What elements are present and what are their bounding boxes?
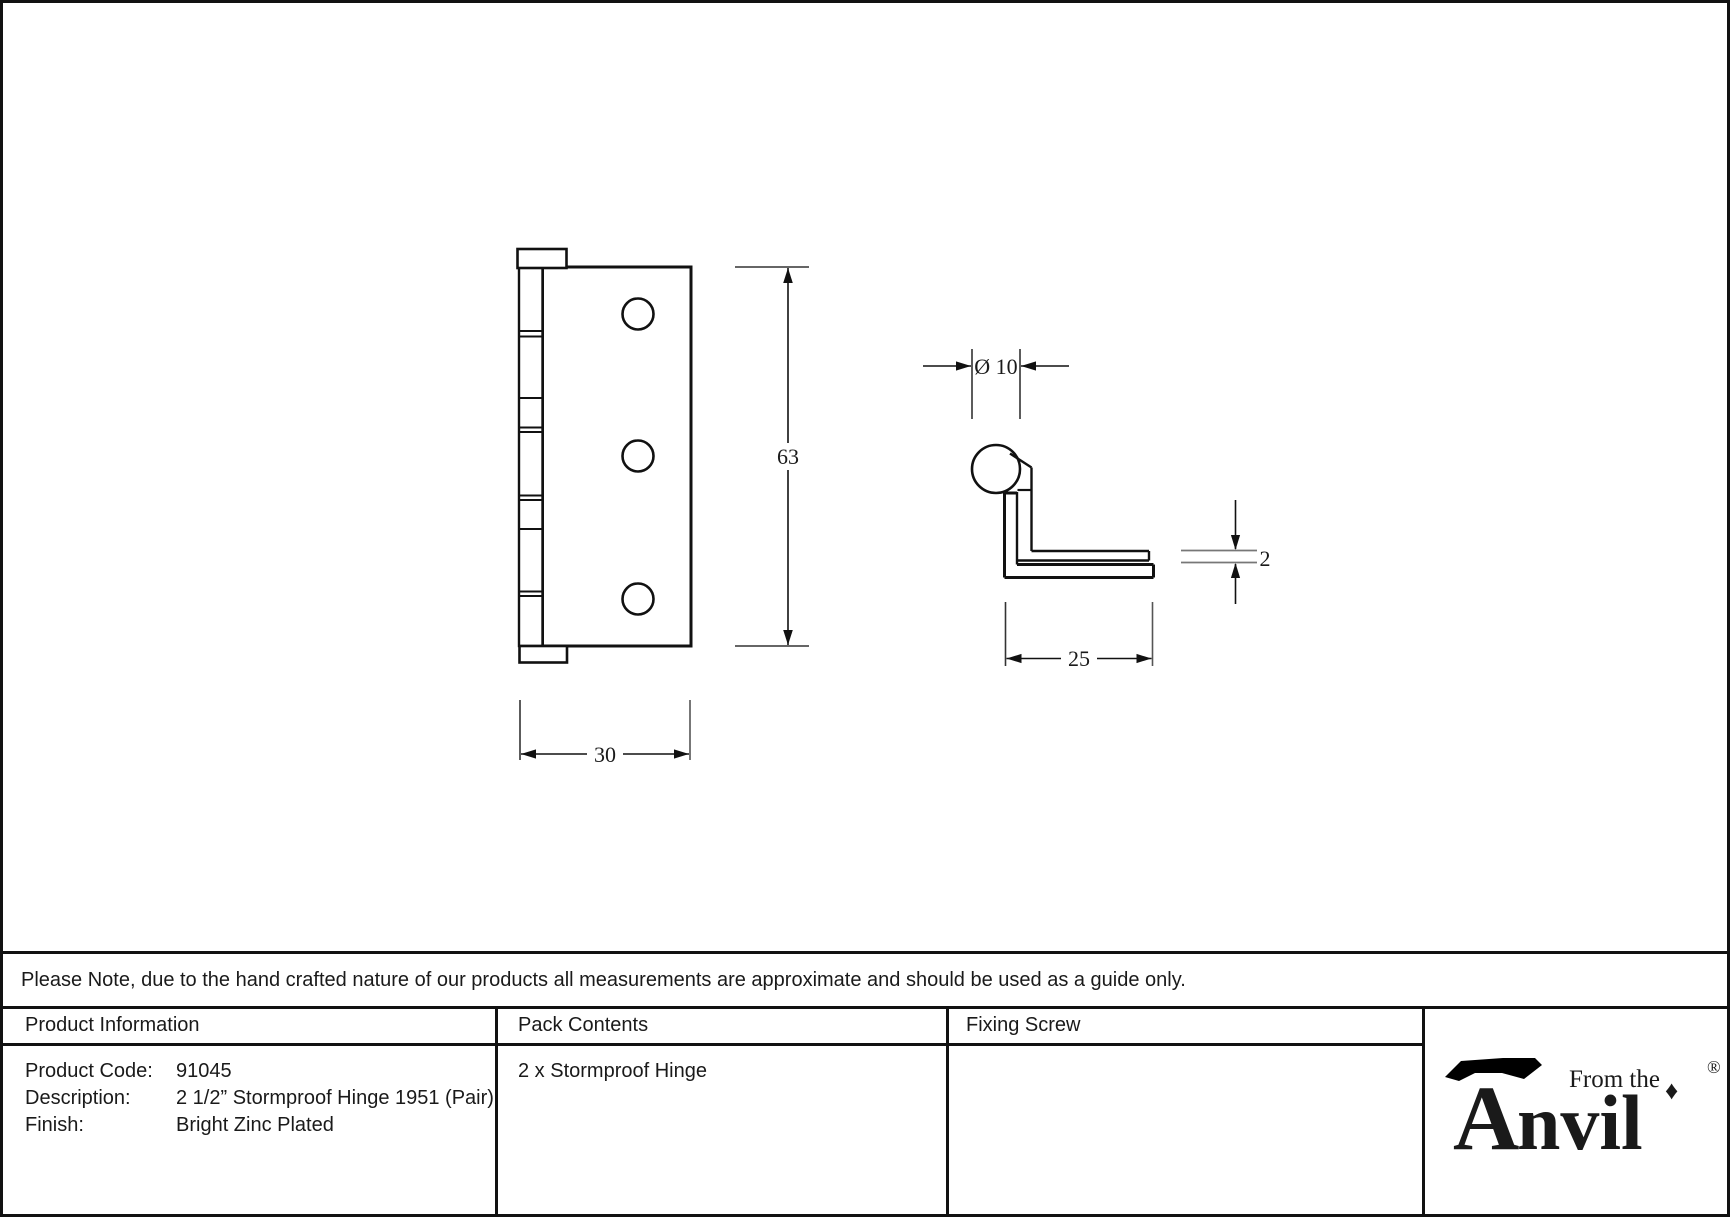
dimension-diameter-10: Ø 10 (923, 349, 1069, 419)
dim-label-depth: 25 (1068, 646, 1090, 671)
logo-diamond: ♦ (1665, 1076, 1678, 1105)
dim-label-diameter: Ø 10 (974, 354, 1017, 379)
dim-label-height: 63 (777, 444, 799, 469)
front-view (516, 247, 693, 664)
dimension-height-63: 63 (735, 266, 809, 647)
anvil-icon (1445, 1058, 1542, 1081)
lower-leaf (1003, 491, 1155, 579)
header-pack-contents: Pack Contents (518, 1014, 649, 1036)
header-row-bottom-border (3, 1043, 1425, 1046)
dim-label-thickness: 2 (1260, 546, 1271, 571)
dimension-width-30: 30 (519, 700, 691, 767)
divider-fixing-logo (1422, 1006, 1425, 1214)
pin-tab-bottom (518, 644, 569, 664)
screw-hole-middle (621, 439, 655, 473)
pin-barrel (970, 443, 1022, 495)
divider-product-pack (495, 1006, 498, 1214)
finish-value: Bright Zinc Plated (176, 1114, 334, 1136)
technical-drawing: 63 30 (516, 247, 1271, 767)
from-the-anvil-logo: A nvil From the ♦ ® (1445, 1051, 1725, 1169)
screw-hole-top (621, 297, 655, 331)
header-row-top-border (3, 1006, 1727, 1009)
finish-label: Finish: (25, 1114, 84, 1136)
dimension-depth-25: 25 (1004, 602, 1154, 671)
hinge-plate (541, 265, 693, 648)
description-label: Description: (25, 1087, 131, 1109)
product-code-value: 91045 (176, 1060, 232, 1082)
pin-tab-top (516, 247, 568, 270)
dimension-thickness-2: 2 (1181, 500, 1271, 604)
knuckle-strip (517, 265, 544, 648)
upper-leaf (1015, 492, 1151, 565)
divider-pack-fixing (946, 1006, 949, 1214)
pack-contents-value: 2 x Stormproof Hinge (518, 1060, 707, 1082)
side-view (970, 443, 1155, 579)
dim-label-width: 30 (594, 742, 616, 767)
knuckle-segments (519, 330, 543, 597)
description-value: 2 1/2” Stormproof Hinge 1951 (Pair) (176, 1087, 494, 1109)
registered-trademark: ® (1707, 1057, 1721, 1077)
header-fixing-screw: Fixing Screw (966, 1014, 1081, 1036)
logo-from-the: From the (1569, 1066, 1660, 1093)
header-product-information: Product Information (25, 1014, 200, 1036)
logo-rest: nvil (1517, 1079, 1643, 1161)
measurement-note: Please Note, due to the hand crafted nat… (21, 969, 1186, 991)
screw-hole-bottom (621, 582, 655, 616)
note-row-top-border (3, 951, 1727, 954)
product-code-label: Product Code: (25, 1060, 153, 1082)
logo-initial: A (1453, 1067, 1519, 1161)
